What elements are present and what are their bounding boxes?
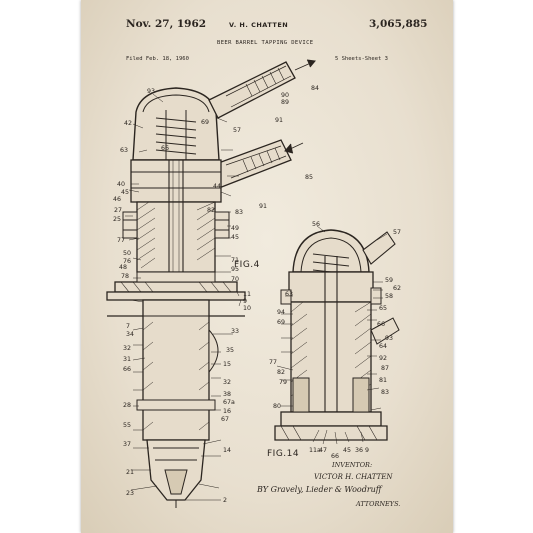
fig4-numeral: 33 xyxy=(231,328,239,335)
patent-date: Nov. 27, 1962 xyxy=(126,18,207,30)
device-title: BEER BARREL TAPPING DEVICE xyxy=(217,40,314,46)
fig14-numeral: 79 xyxy=(279,379,287,386)
fig4-numeral: 89 xyxy=(281,99,289,106)
fig14-label: FIG.14 xyxy=(267,449,300,459)
sheet-count: 5 Sheets-Sheet 3 xyxy=(335,56,388,62)
fig4-numeral: 40 xyxy=(117,181,125,188)
fig14-numeral: 63 xyxy=(285,291,293,298)
fig14-drawing xyxy=(274,229,400,441)
fig4-numeral: 28 xyxy=(123,402,131,409)
patent-number: 3,065,885 xyxy=(369,18,428,30)
attorney-signature: BY Gravely, Lieder & Woodruff xyxy=(257,485,382,494)
attorneys-label: ATTORNEYS. xyxy=(356,500,401,508)
fig4-numeral: 91 xyxy=(259,203,267,210)
fig4-numeral: 15 xyxy=(223,361,231,368)
inventor-name: VICTOR H. CHATTEN xyxy=(314,473,393,481)
fig4-numeral: 10 xyxy=(243,305,251,312)
fig14-numeral: 59 xyxy=(385,277,393,284)
fig4-numeral: 67 xyxy=(221,416,229,423)
fig4-numeral: 69 xyxy=(201,119,209,126)
fig14-numeral: 82 xyxy=(277,369,285,376)
fig4-numeral: 76 xyxy=(123,258,131,265)
fig14-numeral: 47 xyxy=(319,447,327,454)
fig14-numeral: 45 xyxy=(343,447,351,454)
inventor-label: INVENTOR: xyxy=(332,461,373,469)
fig4-numeral: 27 xyxy=(114,207,122,214)
fig4-leaders xyxy=(125,93,242,501)
fig4-numeral: 71 xyxy=(231,257,239,264)
fig4-numeral: 85 xyxy=(305,174,313,181)
fig14-numeral: 83 xyxy=(381,389,389,396)
fig14-numeral: 11a xyxy=(309,447,321,454)
fig4-numeral: 37 xyxy=(123,441,131,448)
fig14-numeral: 66 xyxy=(377,321,385,328)
inventor-heading: V. H. CHATTEN xyxy=(229,21,289,29)
fig4-numeral: 93 xyxy=(147,88,155,95)
fig4-numeral: 9 xyxy=(243,298,247,305)
fig14-numeral: 81 xyxy=(379,377,387,384)
fig14-leaders xyxy=(276,225,388,445)
fig4-numeral: 16 xyxy=(223,408,231,415)
fig4-numeral: 23 xyxy=(126,490,134,497)
filed-date: Filed Feb. 18, 1960 xyxy=(126,56,189,62)
fig4-numeral: 82 xyxy=(207,207,215,214)
fig4-numeral: 7 xyxy=(126,323,130,330)
patent-poster: Nov. 27, 1962 V. H. CHATTEN 3,065,885 BE… xyxy=(81,0,453,533)
fig4-numeral: 32 xyxy=(223,379,231,386)
fig4-numeral: 70 xyxy=(231,276,239,283)
fig14-numeral: 56 xyxy=(312,221,320,228)
fig4-numeral: 90 xyxy=(281,92,289,99)
fig4-numeral: 50 xyxy=(123,250,131,257)
fig14-numeral: 77 xyxy=(269,359,277,366)
fig4-drawing xyxy=(106,59,316,508)
fig4-numeral: 32 xyxy=(123,345,131,352)
fig14-numeral: 87 xyxy=(381,365,389,372)
fig4-numeral: 21 xyxy=(126,469,134,476)
fig14-numeral: 9 xyxy=(365,447,369,454)
fig4-numeral: 78 xyxy=(121,273,129,280)
fig4-numeral: 2 xyxy=(223,497,227,504)
fig4-numeral: 48 xyxy=(119,264,127,271)
fig14-numeral: 62 xyxy=(393,285,401,292)
fig4-label: FIG.4 xyxy=(234,260,260,270)
fig14-numeral: 64 xyxy=(379,343,387,350)
fig4-numeral: 25 xyxy=(113,216,121,223)
fig4-numeral: 57 xyxy=(233,127,241,134)
patent-drawing: 9384908991426957636685444045468283272591… xyxy=(106,59,401,508)
fig4-numeral: 11 xyxy=(243,291,251,298)
fig14-numeral: 80 xyxy=(273,403,281,410)
fig4-numeral: 95 xyxy=(231,266,239,273)
fig14-numeral: 58 xyxy=(385,293,393,300)
fig14-numeral: 94 xyxy=(277,309,285,316)
fig4-numeral: 91 xyxy=(275,117,283,124)
fig4-numeral: 46 xyxy=(113,196,121,203)
fig4-numeral: 45 xyxy=(231,234,239,241)
fig4-numeral: 44 xyxy=(213,183,221,190)
fig4-numeral: 83 xyxy=(235,209,243,216)
fig14-numeral: 66 xyxy=(331,453,339,460)
fig4-numeral: 66 xyxy=(161,145,169,152)
fig4-numeral: 49 xyxy=(231,225,239,232)
fig4-numeral: 14 xyxy=(223,447,231,454)
fig4-numeral: 42 xyxy=(124,120,132,127)
fig14-numeral: 36 xyxy=(355,447,363,454)
fig14-numeral: 93 xyxy=(385,335,393,342)
fig14-numeral: 57 xyxy=(393,229,401,236)
fig14-numeral: 92 xyxy=(379,355,387,362)
fig4-numeral: 77 xyxy=(117,237,125,244)
fig4-numeral: 63 xyxy=(120,147,128,154)
fig4-numeral: 55 xyxy=(123,422,131,429)
fig4-numeral: 66 xyxy=(123,366,131,373)
fig14-numeral: 65 xyxy=(379,305,387,312)
fig4-numeral: 67a xyxy=(223,399,235,406)
fig4-numeral: 31 xyxy=(123,356,131,363)
fig14-numeral: 69 xyxy=(277,319,285,326)
fig4-numeral: 45 xyxy=(121,189,129,196)
fig4-numeral: 34 xyxy=(126,331,134,338)
fig4-numeral: 38 xyxy=(223,391,231,398)
fig4-numeral: 35 xyxy=(226,347,234,354)
fig4-numeral: 84 xyxy=(311,85,319,92)
